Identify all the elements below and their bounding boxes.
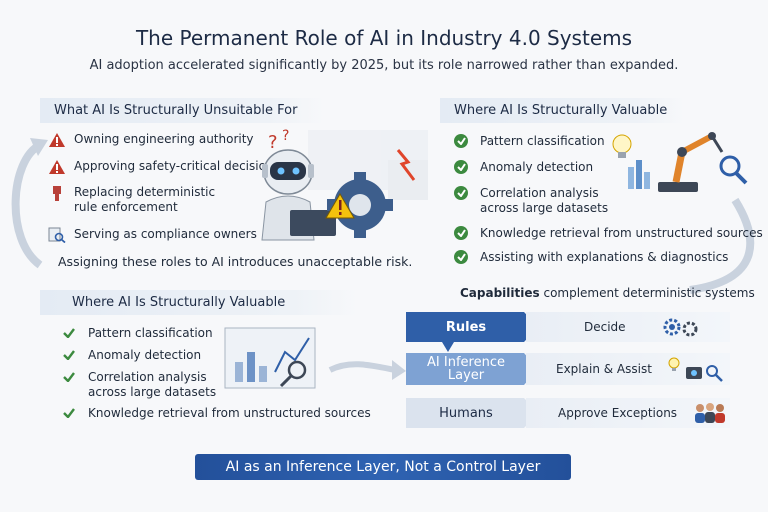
- check-icon: [62, 370, 76, 384]
- valuable2-item-label: Knowledge retrieval from unstructured so…: [88, 406, 371, 420]
- flow-humans-action-label: Approve Exceptions: [558, 406, 678, 420]
- flow-inference-label-line1: AI Inference: [427, 355, 505, 370]
- check-icon: [454, 134, 468, 148]
- warning-icon: [49, 160, 65, 174]
- stamp-icon: [53, 186, 61, 201]
- unsuitable-item: Serving as compliance owners: [48, 227, 288, 243]
- valuable2-heading: Where AI Is Structurally Valuable: [40, 290, 357, 315]
- valuable2-item-label: Anomaly detection: [88, 348, 202, 362]
- valuable-panel-secondary: Where AI Is Structurally Valuable Patter…: [40, 290, 371, 430]
- valuable-item: Anomaly detection: [454, 160, 754, 176]
- capabilities-prefix: Capabilities: [460, 286, 540, 300]
- flow-humans-action: Approve Exceptions: [526, 398, 730, 428]
- flow-row-inference: AI Inference Layer Explain & Assist: [406, 353, 730, 385]
- valuable-item: Knowledge retrieval from unstructured so…: [454, 226, 763, 242]
- flow-rules-label: Rules: [445, 319, 487, 335]
- valuable2-item: Pattern classification: [62, 326, 372, 342]
- right-loop-arrow: [689, 197, 755, 294]
- unsuitable-footer: Assigning these roles to AI introduces u…: [58, 254, 413, 269]
- flow-rules-action-label: Decide: [584, 320, 626, 334]
- robot-illustration: ? ?: [261, 128, 428, 241]
- valuable-item: Correlation analysis across large datase…: [454, 186, 754, 216]
- flow-humans-label: Humans: [439, 405, 493, 421]
- page-subtitle: AI adoption accelerated significantly by…: [89, 58, 679, 73]
- robot-arm-illustration: [612, 132, 748, 192]
- center-arrow: [328, 361, 396, 373]
- valuable-item-label: Correlation analysis: [480, 186, 599, 200]
- capabilities-label: Capabilities complement deterministic sy…: [460, 286, 755, 300]
- unsuitable-item: Owning engineering authority: [48, 132, 288, 148]
- unsuitable-item: Approving safety-critical decisions: [48, 159, 288, 175]
- unsuitable-panel: What AI Is Structurally Unsuitable For O…: [40, 98, 420, 273]
- unsuitable-item-label: Serving as compliance owners: [74, 227, 257, 241]
- valuable-heading: Where AI Is Structurally Valuable: [440, 98, 684, 123]
- unsuitable-item-label: Approving safety-critical decisions: [74, 159, 280, 173]
- valuable2-item-label: Pattern classification: [88, 326, 213, 340]
- check-icon: [454, 186, 468, 200]
- valuable2-item-label: across large datasets: [88, 385, 217, 399]
- flow-inference-label-line2: Layer: [447, 368, 485, 383]
- check-icon: [454, 250, 468, 264]
- dashboard-illustration: [224, 327, 316, 389]
- left-loop-arrow: [11, 141, 43, 269]
- check-icon: [454, 160, 468, 174]
- unsuitable-heading: What AI Is Structurally Unsuitable For: [40, 98, 324, 123]
- down-arrow-icon: [442, 342, 454, 352]
- svg-text:?: ?: [282, 128, 289, 144]
- flow-inference-action: Explain & Assist: [526, 353, 730, 385]
- unsuitable-item-label: Owning engineering authority: [74, 132, 254, 146]
- valuable-item-label: Pattern classification: [480, 134, 605, 148]
- unsuitable-item-label: Replacing deterministic: [74, 185, 216, 199]
- flow-inference-label: AI Inference Layer: [406, 353, 526, 385]
- document-search-icon: [48, 227, 66, 243]
- flow-row-rules: Rules Decide: [406, 312, 730, 342]
- team-icon: [695, 403, 725, 423]
- check-icon: [454, 226, 468, 240]
- valuable-item-label: Knowledge retrieval from unstructured so…: [480, 226, 763, 240]
- valuable-item-label: Anomaly detection: [480, 160, 594, 174]
- gears-icon: [663, 318, 698, 337]
- valuable2-item: Correlation analysis across large datase…: [62, 370, 372, 400]
- lightbulb-icon: [668, 357, 723, 382]
- valuable2-item-label: Correlation analysis: [88, 370, 207, 384]
- unsuitable-item: Replacing deterministic rule enforcement: [48, 185, 288, 215]
- check-icon: [62, 406, 76, 420]
- flow-inference-action-label: Explain & Assist: [556, 362, 652, 376]
- page-title: The Permanent Role of AI in Industry 4.0…: [135, 26, 633, 50]
- flow-row-humans: Humans Approve Exceptions: [406, 398, 730, 428]
- summary-banner: AI as an Inference Layer, Not a Control …: [195, 454, 571, 480]
- check-icon: [62, 326, 76, 340]
- valuable-item-label: across large datasets: [480, 201, 609, 215]
- flow-rules-action: Decide: [526, 312, 730, 342]
- valuable2-item: Knowledge retrieval from unstructured so…: [62, 406, 372, 422]
- svg-text:?: ?: [268, 132, 278, 153]
- check-icon: [62, 348, 76, 362]
- valuable-item: Pattern classification: [454, 134, 754, 150]
- valuable-item-label: Assisting with explanations & diagnostic…: [480, 250, 729, 264]
- unsuitable-item-label: rule enforcement: [74, 200, 178, 214]
- capabilities-rest: complement deterministic systems: [539, 286, 755, 300]
- warning-icon: [49, 133, 65, 147]
- valuable-panel: Where AI Is Structurally Valuable Patter…: [440, 98, 763, 273]
- valuable2-item: Anomaly detection: [62, 348, 372, 364]
- valuable-item: Assisting with explanations & diagnostic…: [454, 250, 754, 266]
